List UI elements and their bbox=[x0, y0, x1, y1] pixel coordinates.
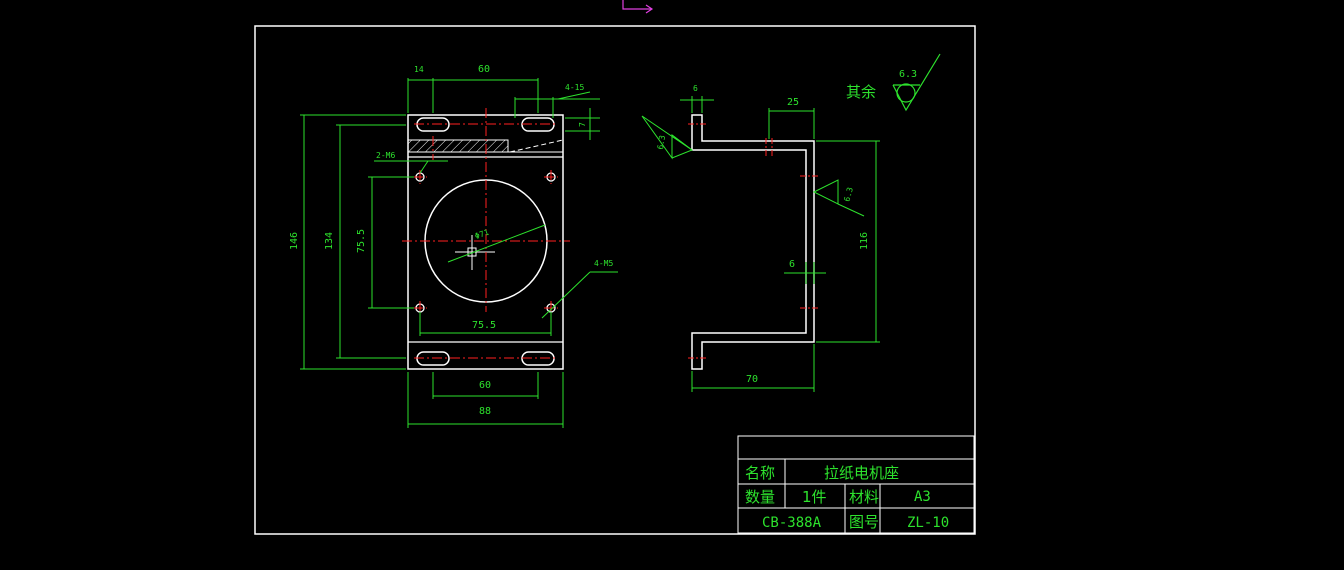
dim-flange-thickness: 6 bbox=[693, 84, 698, 93]
dim-roughness-left: 6.3 bbox=[656, 134, 667, 150]
ucs-icon bbox=[622, 0, 654, 14]
dim-thread-callout: 2-M6 bbox=[376, 151, 395, 160]
dim-slot-callout: 4-15 bbox=[565, 83, 584, 92]
dim-bottom-slot-spacing: 60 bbox=[479, 380, 491, 391]
title-name-label: 名称 bbox=[745, 464, 775, 482]
dim-height: 116 bbox=[859, 232, 870, 250]
dim-top-slot-spacing: 60 bbox=[478, 64, 490, 75]
roughness-note-value: 6.3 bbox=[899, 69, 917, 80]
title-block: 名称 拉纸电机座 数量 1件 材料 A3 CB-388A 图号 ZL-10 bbox=[737, 435, 975, 534]
dim-inner-height: 134 bbox=[324, 232, 335, 250]
title-drawing-no-label: 图号 bbox=[849, 513, 879, 531]
roughness-note: 其余 6.3 bbox=[846, 53, 941, 112]
front-centerlines bbox=[402, 108, 570, 359]
dim-overall-height: 146 bbox=[289, 232, 300, 250]
title-qty-value: 1件 bbox=[802, 488, 827, 506]
front-dimension-text: 14 60 4-15 7 2-M6 146 134 75.5 75.5 Φ71 … bbox=[289, 64, 613, 417]
dim-top-offset: 14 bbox=[414, 65, 424, 74]
dim-hole-vertical: 75.5 bbox=[356, 229, 367, 253]
drawing-border bbox=[254, 25, 976, 535]
title-material-value: A3 bbox=[914, 489, 931, 505]
dim-roughness-right: 6.3 bbox=[843, 186, 855, 202]
dim-motor-thread-callout: 4-M5 bbox=[594, 259, 613, 268]
front-dimension-lines bbox=[300, 78, 618, 428]
side-centerlines bbox=[688, 123, 820, 359]
dim-overall-width: 88 bbox=[479, 406, 491, 417]
dim-depth: 70 bbox=[746, 374, 758, 385]
title-part-code: CB-388A bbox=[762, 515, 822, 531]
side-dimension-text: 6 25 6.3 6.3 116 6 70 bbox=[656, 84, 870, 385]
dim-flange-length: 25 bbox=[787, 97, 799, 108]
title-qty-label: 数量 bbox=[745, 488, 775, 506]
title-name-value: 拉纸电机座 bbox=[824, 464, 899, 482]
dim-wall-thickness: 6 bbox=[789, 259, 795, 270]
roughness-note-label: 其余 bbox=[846, 83, 876, 101]
side-dimension-lines bbox=[641, 96, 880, 392]
dim-slot-height: 7 bbox=[578, 122, 587, 127]
title-material-label: 材料 bbox=[849, 488, 879, 506]
side-view bbox=[691, 114, 815, 370]
dim-hole-horizontal: 75.5 bbox=[472, 320, 496, 331]
dim-bore-diameter: Φ71 bbox=[474, 228, 491, 241]
title-drawing-no-value: ZL-10 bbox=[907, 515, 949, 531]
